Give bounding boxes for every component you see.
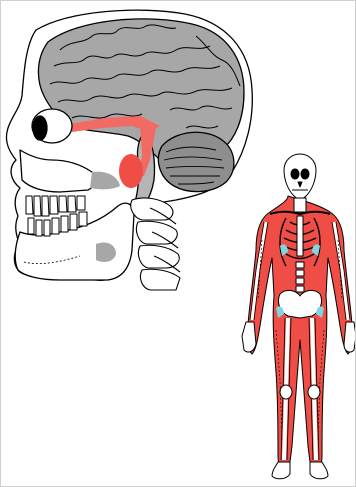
- right-foot: [310, 462, 328, 479]
- cerebellum: [158, 132, 233, 191]
- pituitary-highlight: [119, 154, 143, 188]
- head-cross-section: [6, 10, 252, 290]
- full-body-figure: [242, 154, 356, 479]
- pupil: [33, 116, 47, 140]
- cervical-spine: [131, 198, 180, 290]
- left-hand: [242, 322, 256, 352]
- left-foot: [272, 462, 290, 479]
- right-hand: [344, 322, 356, 352]
- body-skull: [284, 154, 316, 199]
